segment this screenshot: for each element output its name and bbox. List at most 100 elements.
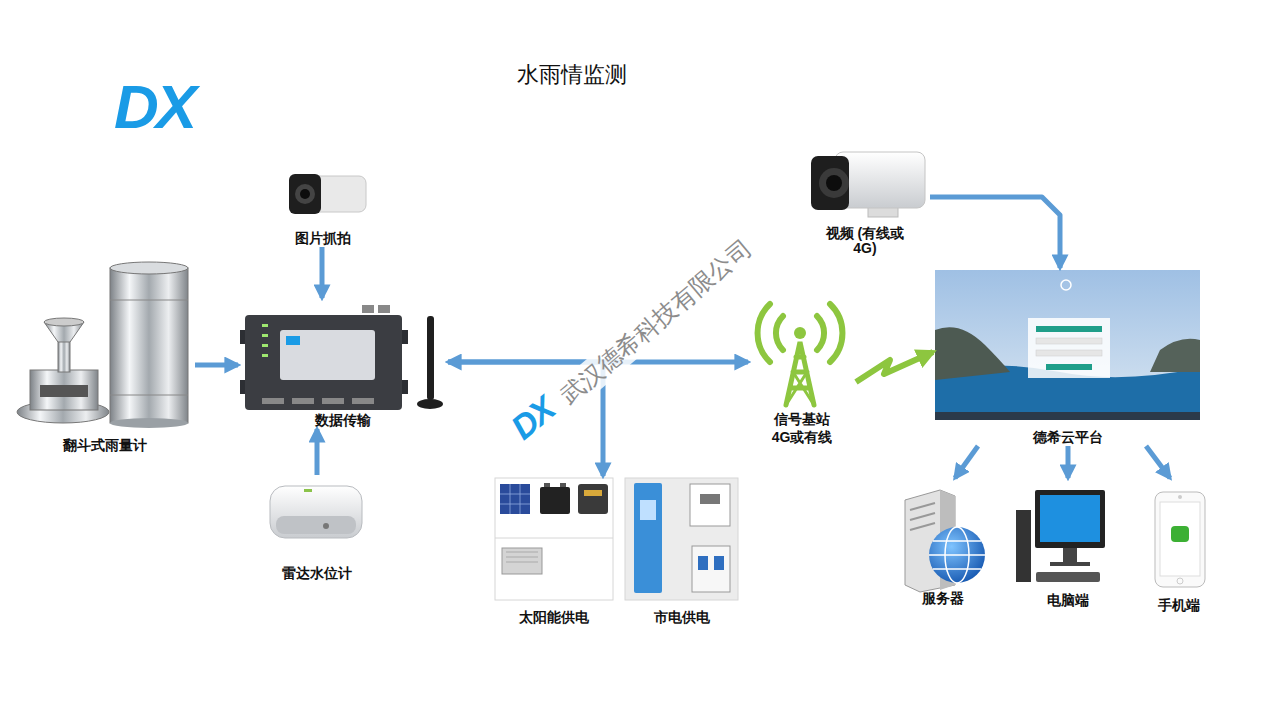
connector-arrow xyxy=(320,247,325,298)
platform-screenshot xyxy=(935,270,1200,420)
platform-screenshot xyxy=(1150,339,1200,372)
rain-gauge-node: 翻斗式雨量计 xyxy=(15,262,195,454)
mains-node: 市电供电 xyxy=(623,476,740,626)
mains-supply xyxy=(714,556,724,570)
rtu-device xyxy=(417,399,443,409)
platform-screenshot xyxy=(1046,364,1092,370)
rain-gauge xyxy=(40,385,88,397)
server-node: 服务器 xyxy=(895,478,990,607)
snapshot-camera xyxy=(300,189,310,199)
node-caption: 手机端 xyxy=(1158,596,1200,614)
platform-screenshot xyxy=(1028,318,1110,378)
base-station-node: 信号基站 4G或有线 xyxy=(748,305,856,446)
server-icon xyxy=(929,541,985,569)
signal-tower xyxy=(786,372,814,405)
rtu-device xyxy=(245,315,402,410)
computer-icon xyxy=(1035,490,1105,548)
computer-icon xyxy=(1016,510,1031,582)
rtu-node: 数据传输 xyxy=(238,298,448,429)
rtu-device xyxy=(262,398,284,404)
solar-supply xyxy=(495,538,613,539)
company-logo: DX xyxy=(114,71,194,142)
platform-screenshot xyxy=(1061,280,1071,290)
node-caption: 太阳能供电 xyxy=(519,608,589,626)
signal-tower xyxy=(758,304,843,405)
rtu-device xyxy=(427,316,434,400)
phone-icon xyxy=(1171,526,1189,542)
radar-node: 雷达水位计 xyxy=(262,475,372,582)
radar-level-gauge xyxy=(276,516,356,534)
platform-screenshot xyxy=(935,327,1010,380)
rtu-device xyxy=(262,324,268,327)
video-camera xyxy=(826,175,842,191)
mains-supply xyxy=(634,483,662,593)
phone-icon xyxy=(1160,502,1200,576)
camera-node: 图片抓拍 xyxy=(265,168,380,247)
node-caption: 数据传输 xyxy=(315,411,371,429)
server-icon xyxy=(929,527,985,583)
phone-icon xyxy=(1155,492,1205,587)
computer-node: 电脑端 xyxy=(1015,478,1120,609)
phone-node: 手机端 xyxy=(1145,478,1213,614)
solar-supply xyxy=(578,484,608,514)
mains-supply xyxy=(640,500,656,520)
platform-screenshot xyxy=(1036,338,1102,344)
platform-screenshot xyxy=(1036,350,1102,356)
rtu-device xyxy=(322,398,344,404)
rtu-device xyxy=(262,334,268,337)
solar-supply xyxy=(495,478,613,600)
snapshot-camera xyxy=(289,174,366,214)
platform-screenshot xyxy=(935,412,1200,420)
signal-tower xyxy=(786,342,814,405)
solar-supply xyxy=(544,483,550,487)
signal-tower xyxy=(776,316,783,350)
node-caption: 图片抓拍 xyxy=(295,229,351,247)
phone-icon xyxy=(1178,495,1182,499)
signal-tower xyxy=(794,327,806,339)
computer-icon xyxy=(1050,562,1090,566)
platform-screenshot xyxy=(1036,326,1102,332)
node-caption: 电脑端 xyxy=(1047,591,1089,609)
rain-gauge xyxy=(110,262,188,274)
video-camera xyxy=(811,152,925,217)
platform-screenshot xyxy=(935,270,1200,420)
snapshot-camera xyxy=(295,184,315,204)
radar-level-gauge xyxy=(323,523,329,529)
computer-icon xyxy=(1016,490,1105,582)
watermark-logo: DX xyxy=(504,389,562,447)
radar-level-gauge xyxy=(270,486,362,538)
watermark-text: 武汉德希科技有限公司 xyxy=(551,231,760,414)
radar-level-gauge xyxy=(304,489,312,492)
node-caption: 翻斗式雨量计 xyxy=(63,436,147,454)
rain-gauge xyxy=(44,318,84,326)
connector-arrow xyxy=(1066,446,1071,478)
rtu-device xyxy=(240,305,443,410)
solar-supply xyxy=(495,478,613,600)
rain-gauge xyxy=(110,268,188,423)
connector-arrow xyxy=(955,446,978,478)
rtu-device xyxy=(352,398,374,404)
node-caption: 信号基站 4G或有线 xyxy=(763,410,841,446)
server-icon xyxy=(905,490,985,592)
computer-icon xyxy=(1036,572,1100,582)
rain-gauge xyxy=(58,340,70,372)
server-icon xyxy=(910,503,935,530)
rain-gauge xyxy=(110,300,188,301)
connector-arrow xyxy=(856,352,933,382)
rtu-device xyxy=(286,336,300,345)
computer-icon xyxy=(1063,548,1077,562)
mains-supply xyxy=(625,478,738,600)
solar-supply xyxy=(500,484,530,514)
mains-supply xyxy=(690,484,730,526)
mains-supply xyxy=(700,494,720,504)
rain-gauge xyxy=(17,262,188,428)
rain-gauge xyxy=(110,418,188,428)
phone-icon xyxy=(1155,492,1205,587)
solar-supply xyxy=(500,484,530,514)
solar-node: 太阳能供电 xyxy=(493,476,615,626)
radar-level-gauge xyxy=(270,486,362,538)
rtu-device xyxy=(292,398,314,404)
rtu-device xyxy=(262,354,268,357)
node-caption: 雷达水位计 xyxy=(282,564,352,582)
